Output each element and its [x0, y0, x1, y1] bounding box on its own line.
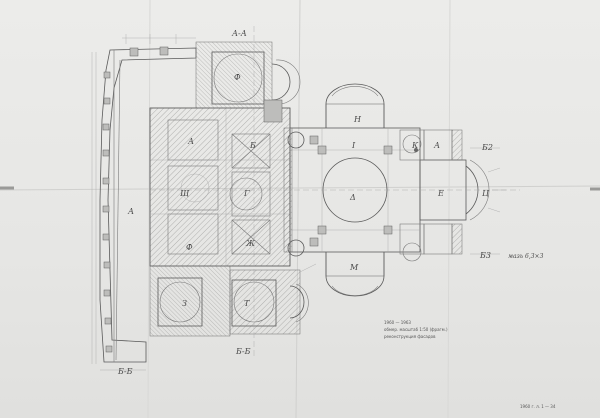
legend-line: обмер. масштаб 1:50 (фрагм.) — [384, 327, 448, 332]
north-west-chapel — [195, 41, 301, 123]
room-label: К — [411, 141, 419, 150]
room-labels: I Δ Γ Е Б А К А Ж З Н М Ф Ц Т Ф Щ — [180, 73, 490, 308]
room-label: Т — [244, 299, 250, 308]
room-label: Б — [249, 141, 256, 150]
room-label: I — [351, 141, 356, 150]
sheet-number: 1960 г. л. 1 — 34 — [520, 404, 556, 409]
section-mark-bottom-left: Б-Б — [117, 367, 133, 376]
room-label: Ф — [186, 243, 193, 252]
legend-line: реконструкция фасадов — [384, 334, 436, 339]
room-label: М — [349, 263, 359, 272]
annotation-marks: Б2 Б3 мазь 6,3×3 Б-Б А-А А Б-Б — [117, 29, 544, 376]
room-label: Е — [437, 189, 444, 198]
west-block — [149, 107, 291, 267]
legend: 1960 — 1963 обмер. масштаб 1:50 (фрагм.)… — [384, 320, 448, 339]
section-mark-bottom: Б-Б — [235, 347, 251, 356]
room-label: Γ — [243, 189, 250, 198]
room-label: Ф — [234, 73, 241, 82]
room-label: Щ — [180, 189, 190, 198]
section-mark-b3: Б3 — [479, 251, 491, 260]
room-label: А — [433, 141, 440, 150]
room-label: А — [187, 137, 194, 146]
room-label: Δ — [349, 193, 356, 202]
legend-line: 1960 — 1963 — [384, 320, 411, 325]
room-label: З — [182, 299, 187, 308]
room-label: Н — [353, 115, 362, 124]
section-mark-left: А — [127, 207, 134, 216]
section-mark-b2: Б2 — [481, 143, 493, 152]
south-west-chapels — [149, 263, 317, 337]
room-label: Ж — [245, 239, 256, 248]
dimension-note: мазь 6,3×3 — [508, 253, 544, 260]
section-mark-top: А-А — [231, 29, 247, 38]
axis-lines — [150, 26, 520, 356]
left-gallery — [91, 34, 197, 371]
room-label: Ц — [482, 189, 490, 198]
